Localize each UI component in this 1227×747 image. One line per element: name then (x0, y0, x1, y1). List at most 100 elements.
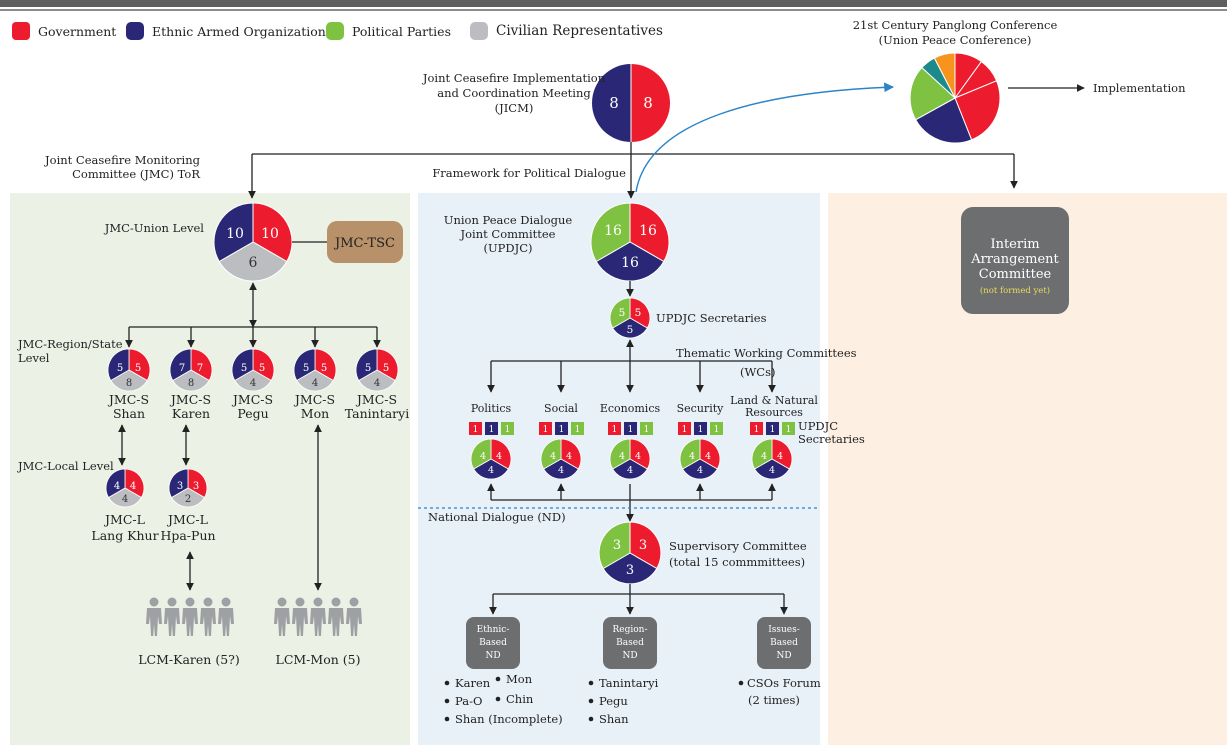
nd-ethnic-item: Mon (506, 672, 533, 686)
local-civilian-count: 4 (122, 494, 128, 505)
state-civilian-count: 4 (250, 378, 256, 389)
wc-name: Politics (471, 402, 512, 415)
ethnic-slice (231, 348, 254, 382)
nd-issues-list: CSOs Forum (2 times) (738, 676, 821, 707)
blue-curve-arrow (635, 82, 894, 193)
state-gov-count: 5 (321, 363, 327, 374)
updjc-secretaries-label: UPDJC Secretaries (656, 311, 767, 325)
state-gov-count: 5 (135, 363, 141, 374)
jicm-gov-count: 8 (643, 94, 653, 112)
ethnic-slice (682, 458, 718, 480)
panglong-subtitle: (Union Peace Conference) (879, 33, 1032, 47)
nd-ethnic-item: Karen (455, 676, 491, 690)
state-label-line1: JMC-S (355, 392, 397, 407)
nd-issues-note: (2 times) (748, 693, 800, 707)
local-ethnic-count: 3 (177, 481, 183, 492)
interim-committee-box (961, 207, 1069, 314)
state-gov-count: 5 (259, 363, 265, 374)
nd-connectors (489, 584, 788, 615)
ethnic-slice (293, 348, 316, 382)
updjc-label-1: Union Peace Dialogue (444, 213, 573, 227)
state-ethnic-count: 5 (117, 363, 123, 374)
wc-secretary-box (571, 422, 584, 435)
framework-label: Framework for Political Dialogue (432, 166, 626, 180)
state-label-line1: JMC-S (231, 392, 273, 407)
jmc-region-label-1: JMC-Region/State (17, 337, 123, 351)
wc-ethnic-count: 4 (488, 465, 494, 476)
wc-secretary-box (555, 422, 568, 435)
legend-swatch (12, 22, 30, 40)
jmc-region-label-2: Level (18, 351, 50, 365)
wc-political-count: 4 (761, 451, 767, 462)
local-label-line2: Hpa-Pun (160, 528, 215, 543)
legend-label: Government (38, 23, 117, 39)
wc-ethnic-count: 4 (769, 465, 775, 476)
supervisory-label-1: Supervisory Committee (669, 539, 807, 553)
nd-region-list: Tanintaryi Pegu Shan (588, 676, 659, 726)
updjc-sec2-label-1: UPDJC (798, 419, 838, 433)
top-connectors (248, 84, 1085, 199)
political-slice (540, 438, 562, 470)
updjc-secretaries-pie (609, 297, 651, 339)
legend-swatch (326, 22, 344, 40)
state-label-line2: Shan (113, 406, 145, 421)
ethnic-slice (612, 458, 648, 480)
local-civilian-count: 2 (185, 494, 191, 505)
wc-secretary-count: 1 (644, 425, 650, 435)
wc-name: Security (677, 402, 724, 415)
nd-issues-line-3: ND (776, 651, 791, 661)
ethnic-slice (107, 348, 130, 382)
nd-ethnic-line-1: Ethnic- (477, 625, 510, 635)
interim-line-1: Interim (990, 237, 1039, 252)
legend-label: Civilian Representatives (496, 23, 663, 39)
local-ethnic-count: 4 (114, 481, 120, 492)
jmc-panel (10, 193, 410, 745)
jmc-tor-label-2: Committee (JMC) ToR (72, 167, 200, 181)
wc-ethnic-count: 4 (558, 465, 564, 476)
legend-item-political: Political Parties (326, 20, 451, 42)
wc-secretary-count: 1 (612, 425, 618, 435)
wc-gov-count: 4 (705, 451, 711, 462)
local-label-line1: JMC-L (103, 512, 145, 527)
nd-region-line-2: Based (616, 638, 644, 648)
legend-swatch (470, 22, 488, 40)
ethnic-slice (105, 468, 126, 499)
updjc-sec-political: 5 (619, 307, 626, 319)
wc-secretary-box (608, 422, 621, 435)
wc-name: Land & Natural (730, 394, 818, 407)
state-label-line2: Karen (172, 406, 210, 421)
wc-political-count: 4 (550, 451, 556, 462)
nd-region-item: Shan (599, 712, 629, 726)
lcm-karen-label: LCM-Karen (5?) (138, 652, 239, 667)
wc-secretary-box (501, 422, 514, 435)
wc-secretary-count: 1 (786, 425, 792, 435)
ethnic-slice (169, 348, 192, 382)
wc-name-line2: Resources (745, 406, 803, 419)
top-rule (0, 0, 1227, 7)
updjc-label-3: (UPDJC) (483, 241, 532, 255)
wc-secretary-box (782, 422, 795, 435)
state-label-line2: Pegu (237, 406, 268, 421)
wc-gov-count: 4 (635, 451, 641, 462)
wc-secretary-box (469, 422, 482, 435)
jicm-label-2: and Coordination Meeting (437, 86, 591, 100)
jmc-union-civilian: 6 (249, 255, 258, 271)
jmc-tor-label-1: Joint Ceasefire Monitoring (44, 153, 201, 167)
local-gov-count: 4 (130, 481, 136, 492)
ethnic-slice (473, 458, 509, 480)
ethnic-slice (355, 348, 378, 382)
state-label-line2: Tanintaryi (345, 406, 409, 421)
state-civilian-count: 4 (312, 378, 318, 389)
wc-ethnic-count: 4 (697, 465, 703, 476)
wc-secretary-count: 1 (489, 425, 495, 435)
wc-secretary-count: 1 (559, 425, 565, 435)
wc-secretary-count: 1 (505, 425, 511, 435)
jicm-label-1: Joint Ceasefire Implementation (422, 71, 606, 85)
jmc-union-label: JMC-Union Level (104, 221, 205, 235)
legend-label: Political Parties (352, 23, 451, 39)
wc-secretary-count: 1 (628, 425, 634, 435)
state-label-line1: JMC-S (293, 392, 335, 407)
jmc-union-gov: 10 (261, 226, 279, 242)
wc-connectors (487, 339, 776, 522)
